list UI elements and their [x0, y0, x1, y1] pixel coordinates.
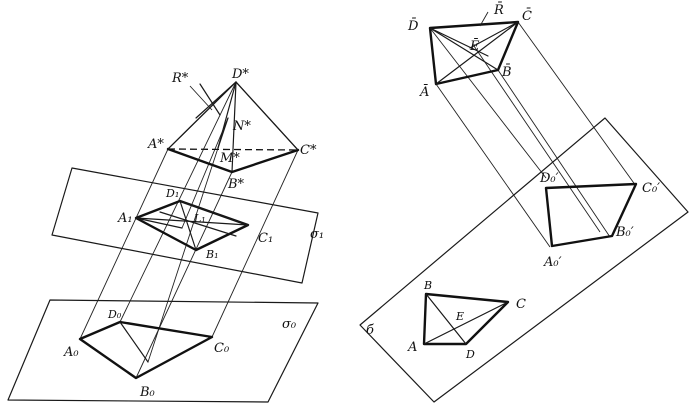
label-C: C	[516, 297, 526, 312]
label-R-star: R*	[171, 71, 189, 86]
label-A0: A₀	[63, 345, 79, 360]
label-A-bar: Ā	[419, 84, 429, 100]
label-M-star: M*	[219, 151, 240, 166]
plane-sigma-0	[7, 299, 319, 403]
label-A0-prime: A₀′	[543, 255, 562, 270]
label-B: B	[423, 279, 432, 292]
small-quadrilateral	[422, 292, 510, 346]
label-D-star: D*	[231, 67, 249, 82]
right-projection-figure: D̄ R̄ C̄ Ē B̄ Ā D₀′ C₀′ B₀′ A₀′ B C E A …	[359, 2, 689, 403]
label-A1: A₁	[117, 211, 133, 226]
label-D-bar: D̄	[407, 18, 419, 34]
plane-sigma-1	[51, 167, 319, 284]
right-projection-lines	[429, 21, 637, 248]
pyramid-star	[166, 81, 300, 174]
label-plane-b: б	[366, 323, 374, 338]
label-B1: B₁	[205, 248, 219, 261]
label-B-star: B*	[227, 177, 245, 192]
plane-b	[359, 117, 689, 403]
label-C-star: C*	[300, 143, 317, 158]
label-E: E	[455, 310, 464, 323]
label-D0: D₀	[107, 308, 122, 321]
projection-on-sigma-0	[78, 320, 214, 380]
label-B0: B₀	[139, 385, 156, 400]
label-sigma-0: σ₀	[282, 317, 297, 332]
label-D1: D₁	[165, 187, 179, 200]
label-C-bar: C̄	[522, 8, 532, 24]
label-C1: C₁	[258, 231, 273, 246]
label-A: A	[407, 340, 417, 355]
projected-quadrilateral	[544, 182, 638, 248]
label-D: D	[465, 348, 475, 361]
label-C0: C₀	[214, 341, 230, 356]
top-quadrilateral	[428, 20, 520, 86]
left-projection-figure: R* D* N* A* M* C* B* D₁ A₁ L₁ C₁ B₁ σ₁ D…	[7, 67, 324, 403]
label-D0-prime: D₀′	[539, 171, 559, 186]
label-E-bar: Ē	[469, 38, 480, 54]
projection-lines	[79, 81, 299, 379]
section-on-sigma-1	[134, 199, 250, 252]
label-N-star: N*	[232, 119, 251, 134]
label-B-bar: B̄	[501, 64, 512, 80]
label-C0-prime: C₀′	[642, 181, 660, 196]
label-L1: L₁	[193, 212, 206, 225]
label-R-bar: R̄	[493, 2, 504, 18]
label-A-star: A*	[147, 137, 164, 152]
label-sigma-1: σ₁	[310, 227, 324, 242]
label-B0-prime: B₀′	[615, 225, 634, 240]
